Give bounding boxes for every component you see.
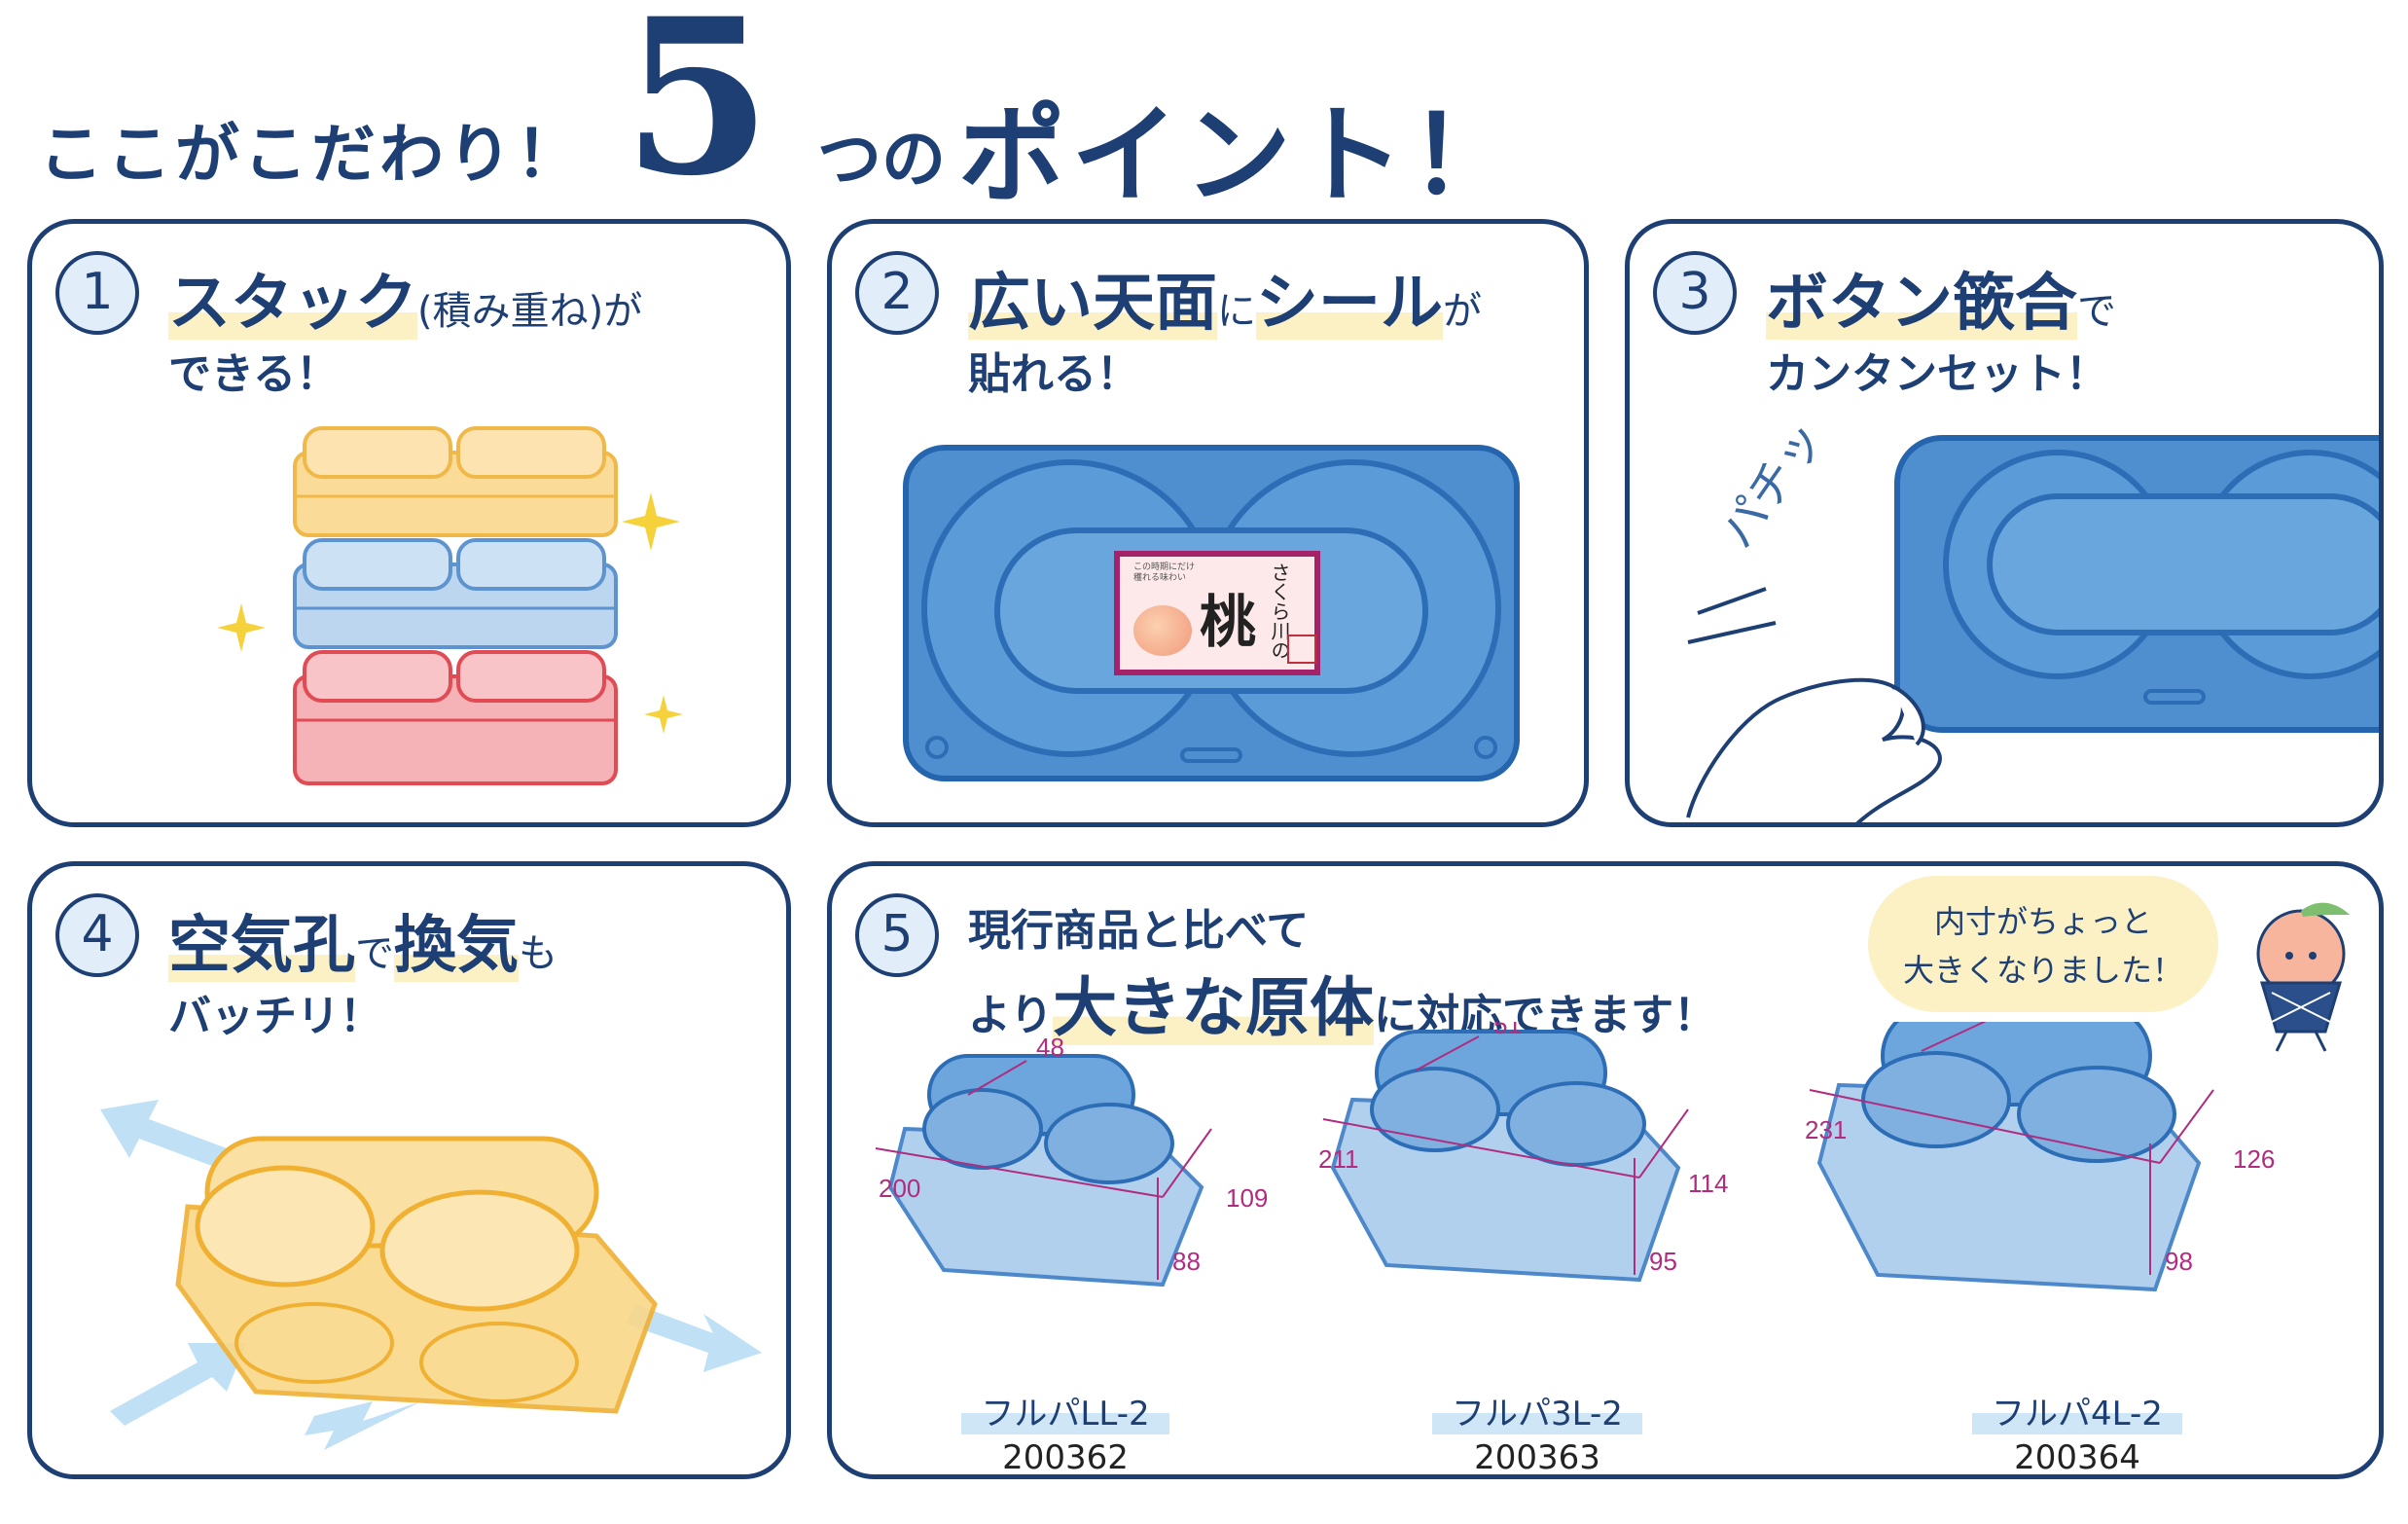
title-main: スタック <box>168 268 417 340</box>
bubble-line-1: 内寸がちょっと <box>1933 903 2152 940</box>
product-name: フルパ3L-2 <box>1432 1387 1642 1434</box>
point-subtitle: バッチリ！ <box>168 992 382 1041</box>
bubble-line-2: 大きくなりました！ <box>1902 952 2183 989</box>
airflow-arrow-icon <box>100 1100 762 1450</box>
ventilation-illustration <box>100 1100 762 1450</box>
point-title: ボタン篏合で <box>1766 253 2116 343</box>
title-part-c: シール <box>1256 268 1443 340</box>
title-part-c: 換気 <box>394 910 519 982</box>
product-4l2: フルパ4L-2 200364 <box>1931 1387 2223 1477</box>
product-ll2: フルパLL-2 200362 <box>919 1387 1211 1477</box>
dim-width-4l2: 126 <box>2233 1144 2275 1174</box>
point-number-badge: 1 <box>55 251 139 335</box>
title-part-b: に <box>1217 289 1256 334</box>
tray-diagram-4l2: 58 231 126 98 <box>1805 1022 2275 1292</box>
seal-product-name: 桃 <box>1200 589 1257 655</box>
peach-mascot-icon <box>2256 902 2350 1052</box>
headline-prefix: ここがこだわり！ <box>39 117 584 192</box>
dim-height-3l2: 95 <box>1649 1247 1677 1276</box>
headline-number: 5 <box>623 0 773 223</box>
dim-width-3l2: 114 <box>1688 1169 1728 1198</box>
title-part-d: が <box>1443 289 1482 334</box>
tray-diagram-3l2: 51 211 114 95 <box>1318 1022 1728 1283</box>
line2-part-a: より <box>968 991 1054 1040</box>
product-code: 200362 <box>1002 1438 1129 1477</box>
product-code: 200363 <box>1474 1438 1600 1477</box>
point-panel-1: 1 スタック(積み重ね)が できる！ <box>27 219 791 827</box>
dim-length-ll2: 200 <box>879 1174 920 1203</box>
dim-length-4l2: 231 <box>1805 1115 1847 1144</box>
title-note: (積み重ね)が <box>417 289 643 334</box>
seal-stamp <box>1287 635 1316 664</box>
product-3l2: フルパ3L-2 200363 <box>1391 1387 1683 1477</box>
dim-height-ll2: 88 <box>1172 1247 1201 1276</box>
point-panel-2: 2 広い天面にシールが 貼れる！ さくら川の 桃 この時期にだけ穫れる味わい <box>827 219 1589 827</box>
seal-fruit-image <box>1133 605 1192 656</box>
dim-top-3l2: 51 <box>1493 1022 1522 1039</box>
point-number-badge: 5 <box>855 893 939 977</box>
point-number-badge: 4 <box>55 893 139 977</box>
speech-bubble: 内寸がちょっと 大きくなりました！ <box>1868 876 2218 1012</box>
snap-motion-lines <box>1687 587 1777 644</box>
product-name: フルパ4L-2 <box>1972 1387 2182 1434</box>
point-subtitle: 貼れる！ <box>968 349 1139 399</box>
title-part-a: 広い天面 <box>968 268 1217 340</box>
product-diagrams: 48 200 109 88 51 211 114 95 <box>875 1022 2275 1292</box>
dim-length-3l2: 211 <box>1318 1144 1358 1174</box>
tray-snap-illustration: パチッ <box>1686 412 2379 822</box>
line2-part-b: 大きな原体 <box>1053 970 1375 1045</box>
dim-top-ll2: 48 <box>1036 1033 1064 1062</box>
point-panel-4: 4 空気孔で換気も バッチリ！ <box>27 861 791 1479</box>
stacked-trays-illustration <box>217 426 683 785</box>
headline-suffix: ポイント！ <box>958 93 1523 218</box>
tray-orange <box>293 426 618 537</box>
product-seal-label: さくら川の 桃 この時期にだけ穫れる味わい <box>1114 551 1320 675</box>
point-panel-5: 5 現行商品と比べて より大きな原体に対応できます！ 内寸がちょっと 大きくなり… <box>827 861 2384 1479</box>
point-panel-3: 3 ボタン篏合で カンタンセット！ パチッ <box>1625 219 2384 827</box>
point-subtitle: できる！ <box>168 349 340 399</box>
product-name: フルパLL-2 <box>961 1387 1169 1434</box>
title-part-b: で <box>355 931 394 976</box>
point-line-1: 現行商品と比べて <box>968 906 1310 956</box>
title-part-a: 空気孔 <box>168 910 355 982</box>
point-number-badge: 2 <box>855 251 939 335</box>
hand-icon <box>1686 677 1942 822</box>
point-number-badge: 3 <box>1653 251 1737 335</box>
sparkle-icon <box>217 492 683 734</box>
point-title: 空気孔で換気も <box>168 895 557 985</box>
point-title: スタック(積み重ね)が <box>168 253 642 343</box>
seal-brand: さくら川の <box>1268 562 1291 660</box>
title-main: ボタン篏合 <box>1766 268 2077 340</box>
seal-small-text: この時期にだけ穫れる味わい <box>1133 562 1196 583</box>
dim-height-4l2: 98 <box>2165 1247 2193 1276</box>
tray-diagram-ll2: 48 200 109 88 <box>875 1033 1268 1288</box>
headline-counter: つの <box>817 122 946 197</box>
tray-blue <box>293 538 618 649</box>
point-subtitle: カンタンセット！ <box>1766 349 2108 399</box>
product-code: 200364 <box>2014 1438 2140 1477</box>
headline: ここがこだわり！ 5 つの ポイント！ <box>39 0 1596 223</box>
snap-sound-text: パチッ <box>1709 412 1834 558</box>
title-part-d: も <box>519 931 557 976</box>
dim-width-ll2: 109 <box>1226 1183 1268 1213</box>
point-title: 広い天面にシールが <box>968 253 1482 343</box>
title-tail: で <box>2077 289 2116 334</box>
tray-red <box>293 650 618 785</box>
